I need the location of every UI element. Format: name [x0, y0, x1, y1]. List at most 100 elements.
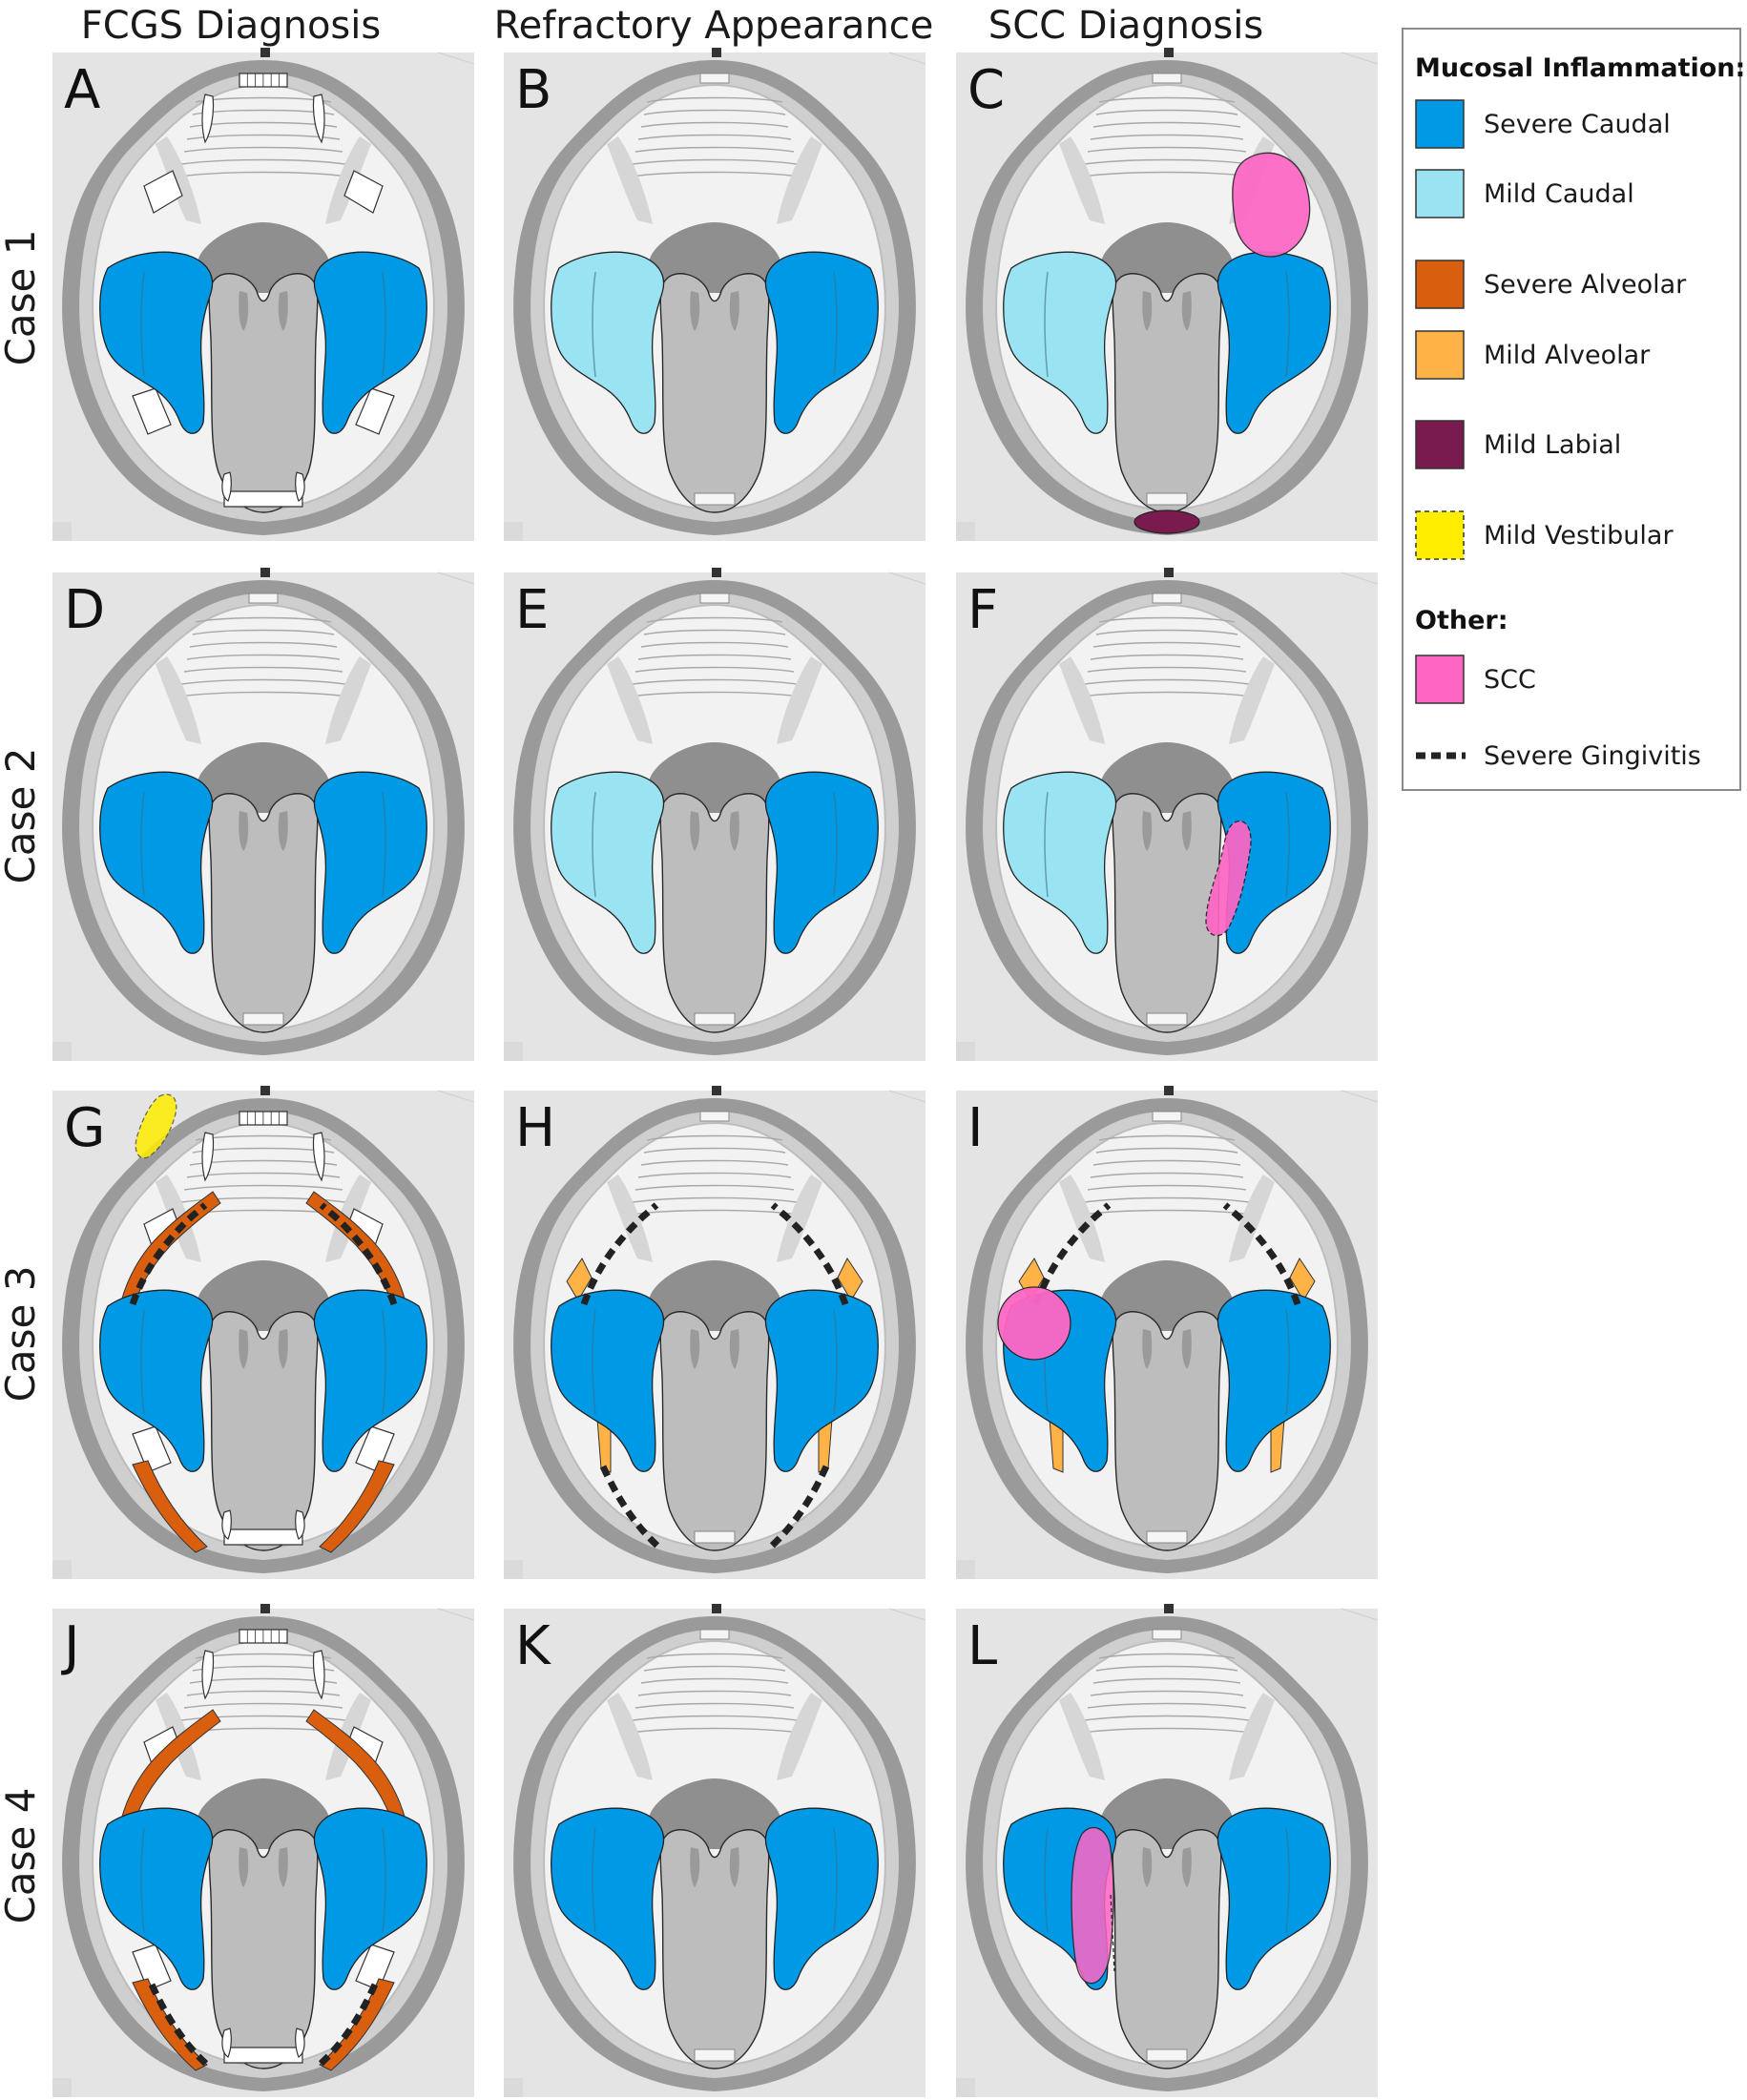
lower-canine-left [221, 471, 232, 502]
upper-incisors-outline [1152, 593, 1182, 604]
top-clip [712, 568, 721, 577]
caudal-fold-line [1044, 271, 1049, 378]
palate-ridge [640, 641, 789, 648]
palate-ridge [183, 146, 343, 153]
vestibular-lesion [135, 1093, 177, 1159]
scc-lesion [997, 1286, 1071, 1361]
caudal-right-group [1217, 1807, 1331, 1990]
palate-ridge [637, 1690, 792, 1696]
palate-ridge [177, 691, 349, 697]
caudal-right-group [764, 1289, 879, 1472]
lower-molar-left [132, 387, 172, 435]
tongue-shadow-right [729, 1847, 739, 1887]
palate-ridge [1087, 146, 1247, 153]
palate-ridge [1081, 691, 1253, 697]
palate-ridge [1084, 1715, 1250, 1721]
upper-premolar-left [143, 170, 183, 214]
palate-wedge-left [607, 1175, 653, 1262]
palate-ridge [192, 629, 335, 635]
tongue [1112, 793, 1222, 1033]
caudal-left-group [1003, 251, 1117, 434]
palate-ridge [646, 616, 783, 623]
palate-ridge [632, 678, 798, 685]
row-title-case-1: Case 1 [0, 230, 44, 366]
palate-wedge-right [777, 136, 822, 224]
lower-molar-right [355, 1944, 395, 1991]
tongue-shadow-right [278, 811, 288, 851]
tongue [659, 273, 770, 513]
legend-swatch-severe-caudal [1415, 99, 1465, 149]
palate-ridge [1081, 171, 1253, 177]
corner-mark [437, 1090, 475, 1103]
teeth [132, 1111, 395, 1546]
palate-ridge [180, 1196, 346, 1203]
lower-incisors-outline [694, 1530, 736, 1544]
panel-letter: F [967, 579, 998, 641]
column-title-refractory: Refractory Appearance [494, 4, 934, 48]
gingivitis-upper-right [1222, 1202, 1301, 1306]
tongue-shadow-right [1181, 1847, 1192, 1887]
teeth [132, 73, 395, 508]
panel-j: J [52, 1604, 475, 2097]
corner-shade [504, 2078, 523, 2097]
panel-letter: E [515, 579, 549, 641]
tongue-shadow-left [690, 811, 700, 851]
palate-ridge [1092, 121, 1241, 128]
panel-f: F [956, 568, 1379, 1061]
panel-d: D [52, 568, 475, 1061]
palate-ridge [183, 1184, 343, 1191]
upper-canine-right [312, 1650, 325, 1700]
tongue-shadow-left [1142, 1847, 1153, 1887]
caudal-fold-line [592, 271, 596, 378]
caudal-left-group [551, 1807, 665, 1990]
caudal-left-group [551, 1289, 665, 1472]
alveolar-lower-left [132, 1460, 208, 1553]
upper-incisors-outline [1152, 1111, 1182, 1122]
upper-incisors-outline [699, 593, 730, 604]
corner-shade [504, 1042, 523, 1061]
palate-ridge [643, 109, 786, 115]
caudal-mucosa-left [1217, 251, 1331, 434]
legend-swatch-mild-caudal [1415, 169, 1465, 218]
corner-mark [888, 1090, 926, 1103]
caudal-fold-line [1285, 791, 1290, 898]
caudal-mucosa-left [1217, 1807, 1331, 1990]
caudal-fold-line [1044, 1827, 1049, 1934]
palate-ridge [634, 1702, 795, 1709]
tongue-shadow-right [278, 291, 288, 331]
corner-mark [888, 52, 926, 65]
palate-wedge-left [1059, 136, 1105, 224]
palate-ridge [1098, 616, 1236, 623]
caudal-mucosa-left [764, 1289, 879, 1472]
palate-ridge [1095, 1147, 1238, 1154]
legend-swatch-mild-alveolar [1415, 330, 1465, 380]
tongue [659, 793, 770, 1033]
palate-ridge [640, 1677, 789, 1684]
alveolar-upper-right [305, 1709, 408, 1831]
caudal-left-group [551, 251, 665, 434]
caudal-fold-line [833, 791, 838, 898]
caudal-mucosa-left [1217, 1289, 1331, 1472]
lower-molar-right [355, 1425, 395, 1473]
palate-ridge [640, 1159, 789, 1166]
palate-ridge [1092, 1159, 1241, 1166]
caudal-fold-line [140, 791, 145, 898]
palate-wedge-left [607, 136, 653, 224]
palate-ridge [195, 616, 332, 623]
tongue [659, 1311, 770, 1551]
panel-letter: C [967, 59, 1005, 121]
corner-mark [1341, 1090, 1379, 1103]
palate-ridge [637, 1172, 792, 1178]
caudal-left-group [99, 771, 214, 954]
gingivitis-lower-left [599, 1465, 661, 1549]
palate-wedge-left [607, 1693, 653, 1780]
caudal-fold-line [1285, 271, 1290, 378]
top-clip [1164, 48, 1174, 57]
palate-ridge [186, 134, 341, 140]
palate-ridge [1090, 654, 1244, 660]
corner-shade [52, 2078, 72, 2097]
caudal-right-group [764, 1807, 879, 1990]
panel-letter: A [64, 59, 100, 121]
gingivitis-upper-left [129, 1202, 208, 1306]
panel-letter: I [967, 1097, 984, 1159]
